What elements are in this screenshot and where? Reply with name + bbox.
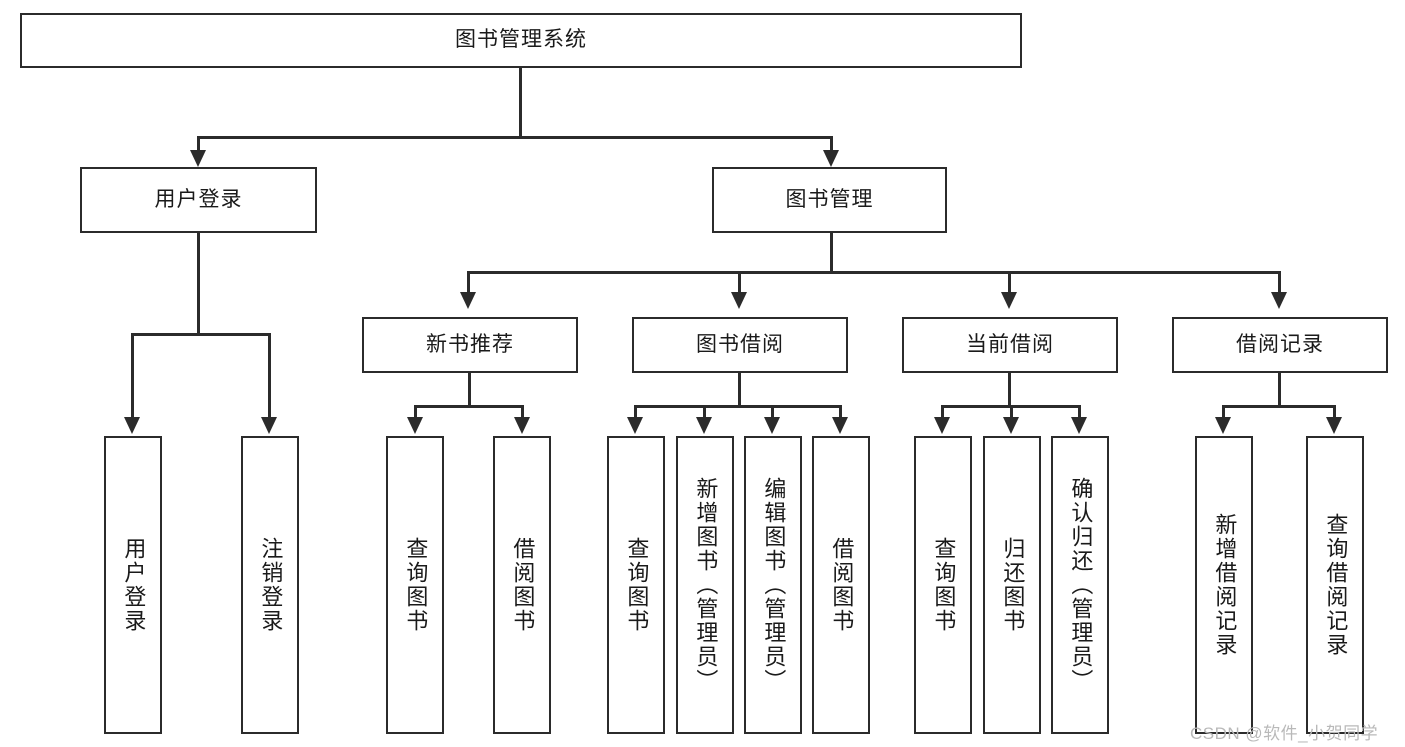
leaf-add-record[interactable]: 新增借阅记录 xyxy=(1195,436,1253,734)
connector-bm-drop-3 xyxy=(1008,271,1011,294)
connector-cb-drop-1 xyxy=(941,405,944,419)
connector-user-login-bar xyxy=(131,333,268,336)
leaf-borrow-book-1-label: 借阅图书 xyxy=(510,537,536,633)
watermark-text: CSDN @软件_小贺同学 xyxy=(1190,724,1379,743)
leaf-query-record[interactable]: 查询借阅记录 xyxy=(1306,436,1364,734)
connector-nbr-drop-2 xyxy=(521,405,524,419)
connector-bb-stem xyxy=(738,373,741,408)
connector-cb-drop-3 xyxy=(1078,405,1081,419)
arrowhead-to-book-manage xyxy=(823,150,839,167)
node-root-system[interactable]: 图书管理系统 xyxy=(20,13,1022,68)
arrowhead-bb-leaf-1 xyxy=(627,417,643,434)
node-borrow-record[interactable]: 借阅记录 xyxy=(1172,317,1388,373)
connector-user-login-drop-2 xyxy=(268,333,271,419)
leaf-confirm-return-label: 确认归还（管理员） xyxy=(1068,477,1094,693)
leaf-confirm-return[interactable]: 确认归还（管理员） xyxy=(1051,436,1109,734)
node-book-borrow[interactable]: 图书借阅 xyxy=(632,317,848,373)
leaf-query-book-3[interactable]: 查询图书 xyxy=(914,436,972,734)
node-book-manage-label: 图书管理 xyxy=(785,187,874,211)
leaf-user-login-label: 用户登录 xyxy=(121,537,147,633)
arrowhead-cb-leaf-1 xyxy=(934,417,950,434)
leaf-logout-login-label: 注销登录 xyxy=(258,537,284,633)
connector-nbr-stem xyxy=(468,373,471,408)
node-new-book-rec-label: 新书推荐 xyxy=(426,332,514,356)
connector-user-login-drop-1 xyxy=(131,333,134,419)
arrowhead-bb-leaf-2 xyxy=(696,417,712,434)
leaf-add-book[interactable]: 新增图书（管理员） xyxy=(676,436,734,734)
connector-br-bar xyxy=(1222,405,1336,408)
connector-root-bar xyxy=(197,136,832,139)
node-new-book-rec[interactable]: 新书推荐 xyxy=(362,317,578,373)
leaf-borrow-book-2[interactable]: 借阅图书 xyxy=(812,436,870,734)
arrowhead-to-user-login xyxy=(190,150,206,167)
leaf-return-book-label: 归还图书 xyxy=(1000,537,1026,633)
node-user-login[interactable]: 用户登录 xyxy=(80,167,317,233)
connector-root-stem xyxy=(519,68,522,138)
leaf-query-book-1[interactable]: 查询图书 xyxy=(386,436,444,734)
connector-bb-drop-3 xyxy=(771,405,774,419)
leaf-query-record-label: 查询借阅记录 xyxy=(1323,513,1349,657)
node-borrow-record-label: 借阅记录 xyxy=(1236,332,1324,356)
connector-bb-bar xyxy=(634,405,842,408)
leaf-query-book-3-label: 查询图书 xyxy=(931,537,957,633)
leaf-query-book-2-label: 查询图书 xyxy=(624,537,650,633)
connector-bb-drop-4 xyxy=(839,405,842,419)
node-book-manage[interactable]: 图书管理 xyxy=(712,167,947,233)
leaf-logout-login[interactable]: 注销登录 xyxy=(241,436,299,734)
arrowhead-new-book-rec xyxy=(460,292,476,309)
connector-cb-drop-2 xyxy=(1010,405,1013,419)
leaf-query-book-1-label: 查询图书 xyxy=(403,537,429,633)
connector-bb-drop-2 xyxy=(703,405,706,419)
connector-br-stem xyxy=(1278,373,1281,408)
connector-user-login-stem xyxy=(197,233,200,335)
arrowhead-cb-leaf-2 xyxy=(1003,417,1019,434)
connector-book-manage-stem xyxy=(830,233,833,273)
connector-root-to-book-manage xyxy=(830,136,833,152)
leaf-edit-book[interactable]: 编辑图书（管理员） xyxy=(744,436,802,734)
connector-bb-drop-1 xyxy=(634,405,637,419)
node-book-borrow-label: 图书借阅 xyxy=(696,332,784,356)
connector-root-to-user-login xyxy=(197,136,200,152)
arrowhead-nbr-leaf-2 xyxy=(514,417,530,434)
node-root-label: 图书管理系统 xyxy=(455,28,587,52)
node-user-login-label: 用户登录 xyxy=(154,187,243,211)
arrowhead-book-borrow xyxy=(731,292,747,309)
arrowhead-bb-leaf-4 xyxy=(832,417,848,434)
arrowhead-br-leaf-2 xyxy=(1326,417,1342,434)
connector-bm-drop-1 xyxy=(467,271,470,294)
node-current-borrow[interactable]: 当前借阅 xyxy=(902,317,1118,373)
connector-book-manage-bar xyxy=(467,271,1278,274)
leaf-edit-book-label: 编辑图书（管理员） xyxy=(761,477,787,693)
connector-bm-drop-4 xyxy=(1278,271,1281,294)
leaf-add-book-label: 新增图书（管理员） xyxy=(693,477,719,693)
connector-cb-stem xyxy=(1008,373,1011,408)
leaf-borrow-book-1[interactable]: 借阅图书 xyxy=(493,436,551,734)
connector-br-drop-2 xyxy=(1333,405,1336,419)
arrowhead-borrow-record xyxy=(1271,292,1287,309)
arrowhead-current-borrow xyxy=(1001,292,1017,309)
leaf-add-record-label: 新增借阅记录 xyxy=(1212,513,1238,657)
arrowhead-leaf-logout-login xyxy=(261,417,277,434)
arrowhead-cb-leaf-3 xyxy=(1071,417,1087,434)
arrowhead-leaf-user-login xyxy=(124,417,140,434)
arrowhead-nbr-leaf-1 xyxy=(407,417,423,434)
leaf-user-login[interactable]: 用户登录 xyxy=(104,436,162,734)
connector-nbr-bar xyxy=(414,405,524,408)
node-current-borrow-label: 当前借阅 xyxy=(966,332,1054,356)
leaf-query-book-2[interactable]: 查询图书 xyxy=(607,436,665,734)
connector-br-drop-1 xyxy=(1222,405,1225,419)
leaf-borrow-book-2-label: 借阅图书 xyxy=(829,537,855,633)
arrowhead-br-leaf-1 xyxy=(1215,417,1231,434)
connector-nbr-drop-1 xyxy=(414,405,417,419)
arrowhead-bb-leaf-3 xyxy=(764,417,780,434)
leaf-return-book[interactable]: 归还图书 xyxy=(983,436,1041,734)
connector-bm-drop-2 xyxy=(738,271,741,294)
